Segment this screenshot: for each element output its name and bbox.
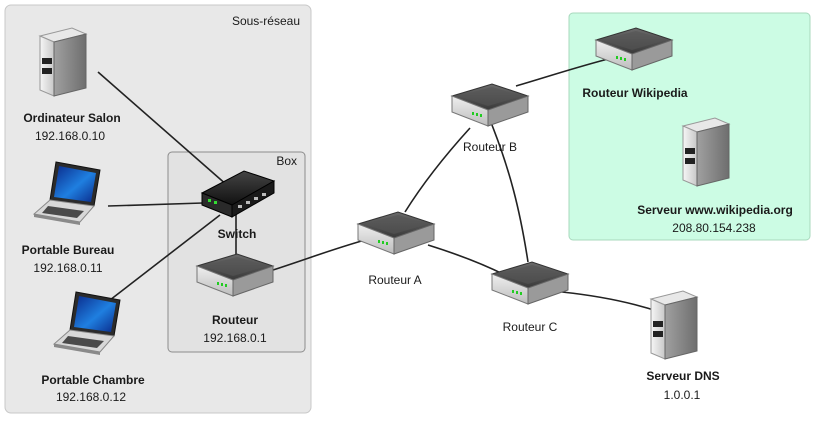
salon-name: Ordinateur Salon — [23, 111, 120, 125]
routeur-c-label: Routeur C — [503, 320, 558, 334]
subnet-zone-label: Sous-réseau — [232, 14, 300, 28]
router-icon — [357, 211, 435, 255]
serveur-dns-name: Serveur DNS — [646, 369, 719, 383]
routeur-wiki-label: Routeur Wikipedia — [582, 86, 688, 100]
server-tower-icon — [682, 117, 730, 187]
serveur-wiki-ip: 208.80.154.238 — [672, 221, 756, 235]
router-icon — [451, 83, 529, 127]
salon-ip: 192.168.0.10 — [35, 129, 105, 143]
routeur-b-label: Routeur B — [463, 140, 517, 154]
server-tower-icon — [650, 290, 698, 360]
chambre-name: Portable Chambre — [41, 373, 145, 387]
router-icon — [491, 261, 569, 305]
serveur-dns-ip: 1.0.0.1 — [664, 388, 701, 402]
bureau-ip: 192.168.0.11 — [33, 261, 103, 275]
serveur-wiki-name: Serveur www.wikipedia.org — [637, 203, 793, 217]
box-zone-label: Box — [276, 154, 297, 168]
routeur-a-label: Routeur A — [368, 273, 421, 287]
chambre-ip: 192.168.0.12 — [56, 390, 126, 404]
bureau-name: Portable Bureau — [22, 243, 115, 257]
routeur-box-ip: 192.168.0.1 — [203, 331, 267, 345]
network-switch-icon — [200, 170, 276, 218]
routeur-box-name: Routeur — [212, 313, 258, 327]
switch-label: Switch — [218, 227, 257, 241]
links — [97, 57, 661, 313]
server-tower-icon — [39, 27, 87, 97]
